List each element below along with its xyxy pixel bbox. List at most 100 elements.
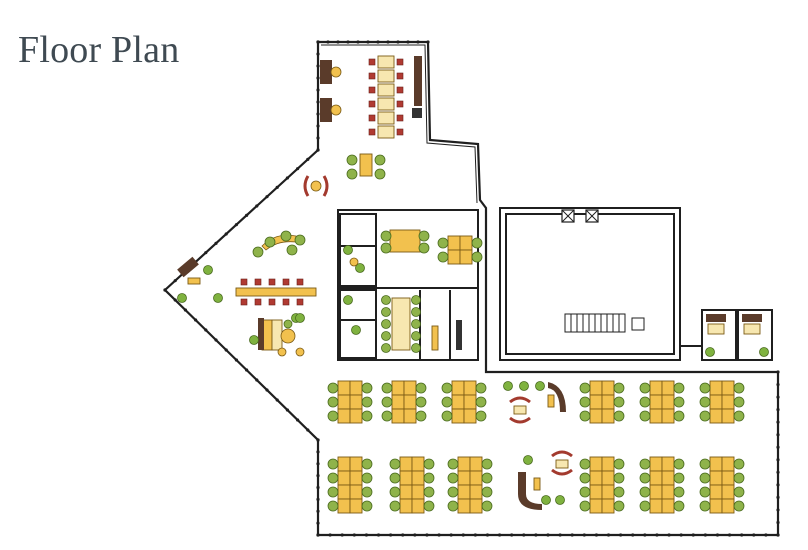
window-dot (173, 298, 177, 302)
office-cubicle-b (737, 309, 773, 361)
window-dot (631, 533, 635, 537)
stool (295, 347, 305, 357)
window-dot (437, 533, 441, 537)
chair-icon (481, 500, 493, 512)
chair-icon (361, 486, 373, 498)
desk (649, 394, 663, 410)
window-dot (510, 533, 514, 537)
chair-icon (673, 382, 685, 394)
chair-icon (639, 472, 651, 484)
chair-icon (368, 128, 376, 136)
desk (721, 394, 735, 410)
desk (743, 323, 761, 335)
chair-icon (639, 458, 651, 470)
window-dot (234, 223, 238, 227)
desk (463, 394, 477, 410)
lounge-chair (551, 450, 573, 458)
office-cubicle-a (701, 309, 737, 361)
window-dot (776, 433, 780, 437)
desk (709, 408, 723, 424)
plant-icon (213, 293, 223, 303)
chair-icon (296, 298, 304, 306)
chair-icon (613, 486, 625, 498)
desk (337, 498, 351, 514)
desk (709, 394, 723, 410)
window-dot (326, 40, 330, 44)
building-walls (163, 40, 780, 537)
window-dot (485, 533, 490, 537)
chair-icon (613, 410, 625, 422)
desk (337, 470, 351, 486)
desk (589, 498, 603, 514)
chair-icon (733, 410, 745, 422)
chair-icon (389, 486, 401, 498)
window-dot (214, 338, 218, 342)
chair-icon (579, 396, 591, 408)
window-dot (691, 533, 695, 537)
chair-icon (415, 410, 427, 422)
window-dot (265, 195, 269, 199)
desk (451, 408, 465, 424)
desk (601, 380, 615, 396)
chair-icon (699, 458, 711, 470)
chair-icon (481, 458, 493, 470)
chair-icon (733, 382, 745, 394)
window-dot (376, 533, 381, 537)
window-dot (389, 533, 393, 537)
desk (447, 235, 461, 251)
window-dot (679, 533, 683, 537)
chair-icon (447, 458, 459, 470)
desk (337, 394, 351, 410)
window-dot (522, 533, 526, 537)
window-dot (558, 533, 562, 537)
desk (649, 498, 663, 514)
chair-icon (418, 242, 430, 254)
window-dot (776, 445, 780, 449)
desk (349, 470, 363, 486)
window-dot (296, 418, 300, 422)
chair-icon (327, 396, 339, 408)
desk (377, 97, 395, 111)
desk (349, 408, 363, 424)
chair-icon (396, 58, 404, 66)
window-dot (364, 533, 369, 537)
chair-icon (639, 410, 651, 422)
desk (469, 498, 483, 514)
desk (457, 498, 471, 514)
sofa-icon (548, 382, 566, 412)
window-dot (306, 428, 310, 432)
desk (457, 456, 471, 472)
chair-icon (346, 154, 358, 166)
window-dot (703, 533, 707, 537)
chair-icon (361, 396, 373, 408)
chair-icon (613, 396, 625, 408)
chair-icon (475, 410, 487, 422)
desk (661, 408, 675, 424)
chair-icon (381, 295, 391, 305)
core-hall-inner (505, 213, 675, 355)
window-dot (316, 76, 320, 80)
meeting-room-lower (337, 287, 479, 361)
window-dot (776, 533, 780, 537)
chair-icon (374, 168, 386, 180)
window-dot (316, 124, 320, 128)
desk (391, 394, 405, 410)
chair-icon (613, 458, 625, 470)
window-dot (776, 382, 780, 387)
chair-icon (673, 486, 685, 498)
desk (337, 456, 351, 472)
desk (709, 484, 723, 500)
desk (359, 153, 373, 177)
desk (377, 125, 395, 139)
small-room-d (339, 319, 377, 359)
stair-landing (631, 317, 645, 331)
desk (709, 470, 723, 486)
window-dot (352, 533, 356, 537)
window-dot (667, 533, 671, 537)
sofa-icon (320, 98, 332, 122)
chair-icon (423, 486, 435, 498)
desk (349, 380, 363, 396)
desk (389, 229, 421, 253)
chair-icon (381, 343, 391, 353)
chair-icon (639, 486, 651, 498)
